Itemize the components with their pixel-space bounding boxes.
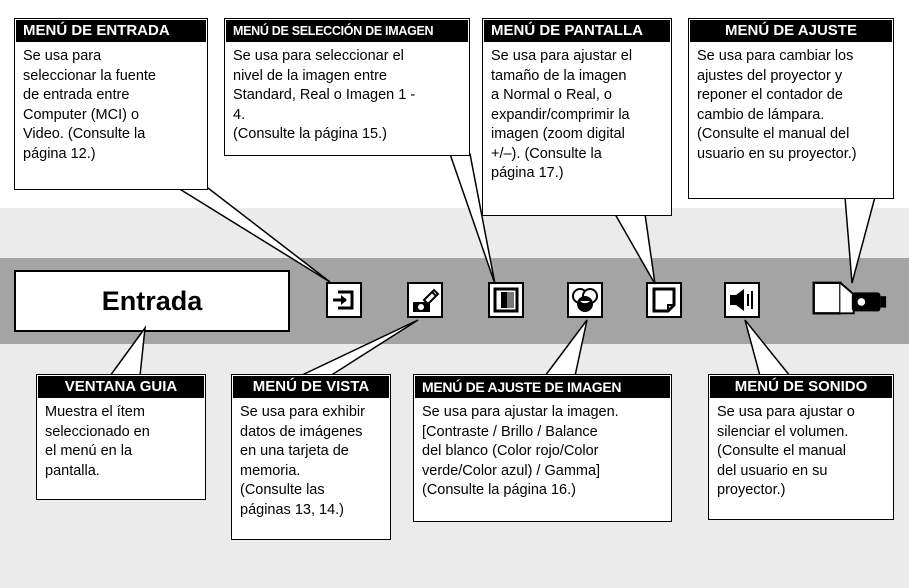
callout-line: 4. (233, 106, 246, 123)
view-menu-icon[interactable] (407, 282, 443, 318)
callout-input-menu: MENÚ DE ENTRADA Se usa para seleccionar … (14, 18, 208, 190)
callout-setting-menu: MENÚ DE AJUSTE Se usa para cambiar los a… (688, 18, 894, 199)
callout-line: tamaño de la imagen (491, 67, 627, 84)
image-select-menu-icon[interactable] (488, 282, 524, 318)
callout-line: silenciar el volumen. (717, 423, 849, 440)
callout-line: del usuario en su (717, 462, 828, 479)
callout-body: Se usa para ajustar el tamaño de la imag… (483, 43, 671, 184)
callout-image-adjust-menu: MENÚ DE AJUSTE DE IMAGEN Se usa para aju… (413, 374, 672, 522)
callout-body: Se usa para ajustar la imagen. [Contrast… (414, 399, 671, 501)
sound-menu-icon[interactable] (724, 282, 760, 318)
callout-line: Se usa para exhibir (240, 404, 365, 420)
callout-line: páginas 13, 14.) (240, 501, 344, 518)
callout-body: Se usa para seleccionar la fuente de ent… (15, 43, 207, 164)
callout-line: pantalla. (45, 462, 100, 479)
callout-line: Se usa para (23, 48, 102, 64)
callout-line: +/–). (Consulte la (491, 145, 602, 162)
callout-line: Se usa para ajustar el (491, 48, 633, 64)
callout-title: MENÚ DE SELECCIÓN DE IMAGEN (226, 20, 468, 42)
callout-line: datos de imágenes (240, 423, 363, 440)
input-menu-icon[interactable] (326, 282, 362, 318)
callout-line: página 12.) (23, 145, 96, 162)
callout-screen-menu: MENÚ DE PANTALLA Se usa para ajustar el … (482, 18, 672, 216)
callout-line: de entrada entre (23, 87, 130, 103)
callout-line: a Normal o Real, o (491, 87, 612, 103)
callout-image-select-menu: MENÚ DE SELECCIÓN DE IMAGEN Se usa para … (224, 18, 470, 156)
callout-line: expandir/comprimir la (491, 106, 630, 123)
callout-title: MENÚ DE PANTALLA (484, 20, 670, 42)
callout-line: imagen (zoom digital (491, 126, 625, 142)
callout-line: en una tarjeta de (240, 443, 349, 459)
callout-line: verde/Color azul) / Gamma] (422, 462, 601, 479)
callout-line: [Contraste / Brillo / Balance (422, 423, 598, 440)
callout-body: Se usa para cambiar los ajustes del proy… (689, 43, 893, 164)
callout-line: reponer el contador de (697, 87, 843, 103)
callout-guide-window: VENTANA GUIA Muestra el ítem seleccionad… (36, 374, 206, 500)
callout-line: memoria. (240, 462, 301, 479)
image-adjust-menu-icon[interactable] (567, 282, 603, 318)
callout-line: Muestra el ítem (45, 404, 145, 420)
callout-line: cambio de lámpara. (697, 106, 825, 123)
callout-line: Standard, Real o Imagen 1 - (233, 87, 416, 103)
callout-title: MENÚ DE VISTA (233, 376, 389, 398)
callout-line: página 17.) (491, 165, 564, 181)
callout-sound-menu: MENÚ DE SONIDO Se usa para ajustar o sil… (708, 374, 894, 520)
callout-line: (Consulte la página 16.) (422, 482, 576, 498)
callout-body: Se usa para seleccionar el nivel de la i… (225, 43, 469, 145)
callout-line: ajustes del proyector y (697, 67, 843, 84)
setting-menu-icon[interactable] (808, 280, 888, 320)
callout-line: (Consulte el manual del (697, 126, 850, 142)
callout-line: (Consulte el manual (717, 443, 846, 459)
callout-body: Muestra el ítem seleccionado en el menú … (37, 399, 205, 481)
callout-title: VENTANA GUIA (38, 376, 204, 398)
callout-line: del blanco (Color rojo/Color (422, 443, 599, 459)
callout-line: Se usa para cambiar los (697, 48, 854, 64)
callout-line: seleccionar la fuente (23, 67, 156, 84)
callout-body: Se usa para exhibir datos de imágenes en… (232, 399, 390, 520)
callout-line: proyector.) (717, 482, 786, 498)
callout-line: seleccionado en (45, 423, 150, 440)
callout-line: (Consulte las (240, 482, 325, 498)
callout-line: nivel de la imagen entre (233, 67, 387, 84)
callout-title: MENÚ DE AJUSTE DE IMAGEN (415, 376, 670, 398)
callout-body: Se usa para ajustar o silenciar el volum… (709, 399, 893, 501)
callout-title: MENÚ DE AJUSTE (690, 20, 892, 42)
callout-line: el menú en la (45, 443, 133, 459)
callout-line: Computer (MCI) o (23, 106, 140, 123)
callout-line: Se usa para ajustar la imagen. (422, 404, 619, 420)
guide-window: Entrada (14, 270, 290, 332)
callout-line: Se usa para seleccionar el (233, 48, 404, 64)
callout-line: Se usa para ajustar o (717, 404, 855, 420)
callout-view-menu: MENÚ DE VISTA Se usa para exhibir datos … (231, 374, 391, 540)
callout-line: Video. (Consulte la (23, 126, 146, 142)
callout-line: (Consulte la página 15.) (233, 126, 387, 142)
callout-title: MENÚ DE SONIDO (710, 376, 892, 398)
guide-window-label: Entrada (101, 285, 203, 316)
callout-line: usuario en su proyector.) (697, 145, 857, 162)
callout-title: MENÚ DE ENTRADA (16, 20, 206, 42)
screen-menu-icon[interactable] (646, 282, 682, 318)
